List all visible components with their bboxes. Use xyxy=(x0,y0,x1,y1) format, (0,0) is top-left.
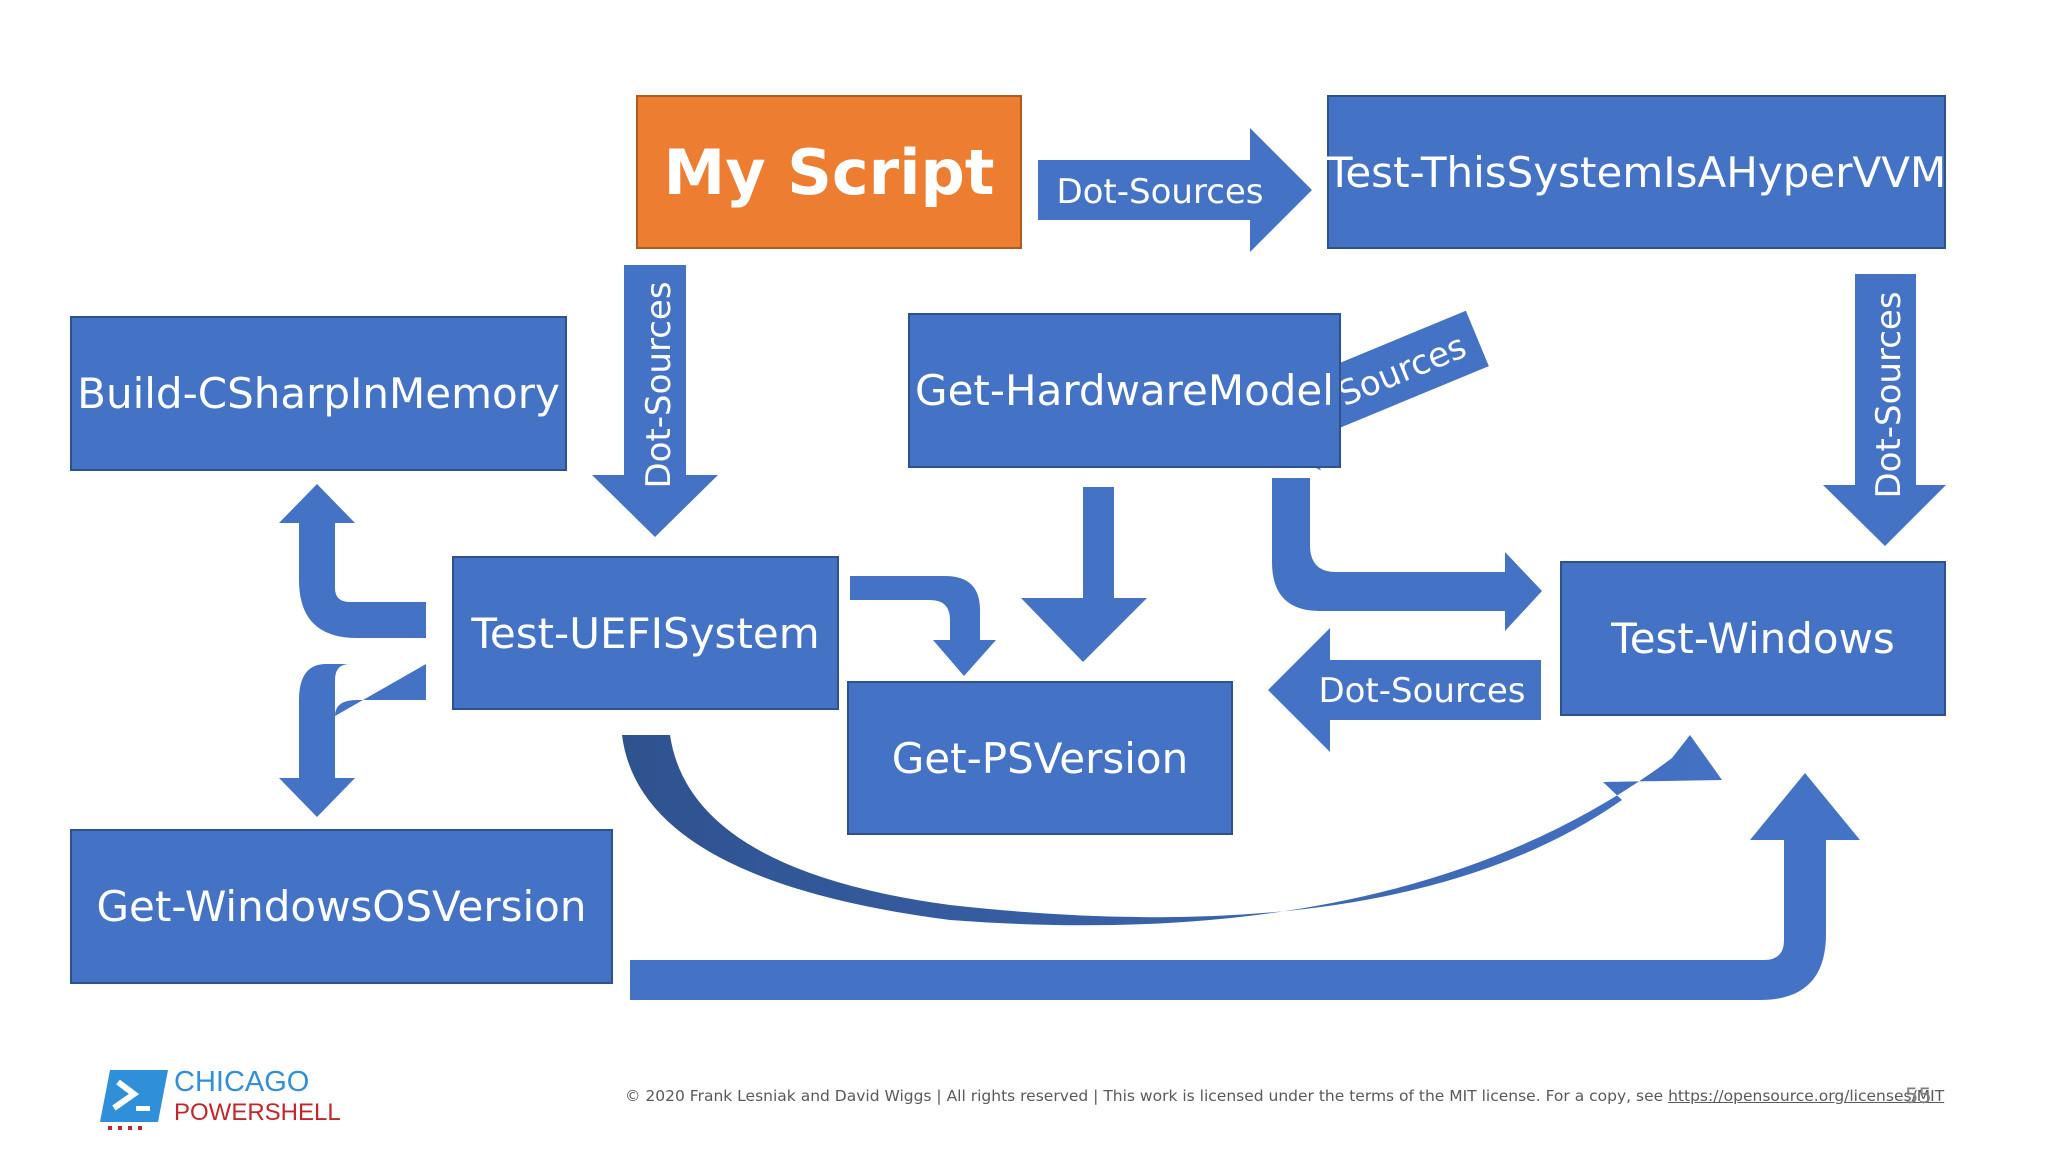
arrow-uefi-to-psversion xyxy=(850,576,996,676)
logo-text-powershell: POWERSHELL xyxy=(174,1099,341,1126)
arrow-uefi-to-windowsos xyxy=(279,664,426,817)
node-label: Get-HardwareModel xyxy=(915,366,1334,415)
node-test-uefisystem: Test-UEFISystem xyxy=(452,556,839,710)
node-build-csharpinmemory: Build-CSharpInMemory xyxy=(70,316,567,471)
node-label: Build-CSharpInMemory xyxy=(77,369,560,418)
node-test-thissystemisahypervvm: Test-ThisSystemIsAHyperVVM xyxy=(1327,95,1946,249)
node-label: Test-UEFISystem xyxy=(471,608,820,658)
arrow-myscript-to-hypervvm: Dot-Sources xyxy=(1038,128,1312,252)
footer-text: © 2020 Frank Lesniak and David Wiggs | A… xyxy=(625,1087,1669,1105)
arrow-hardwaremodel-to-windows xyxy=(1272,478,1542,631)
edge-label: Dot-Sources xyxy=(1056,172,1263,212)
arrow-hypervvm-to-windows: Dot-Sources xyxy=(1823,274,1946,546)
page-number: 55 xyxy=(1905,1084,1932,1108)
node-label: My Script xyxy=(663,135,995,209)
arrow-uefi-to-windows-curve xyxy=(622,735,1722,926)
logo-text-chicago: CHICAGO xyxy=(174,1066,310,1098)
arrow-hardwaremodel-to-psversion xyxy=(1021,487,1147,662)
arrow-uefi-to-buildcsharp xyxy=(279,484,426,638)
node-get-hardwaremodel: Get-HardwareModel xyxy=(908,313,1341,468)
edge-label: Dot-Sources xyxy=(1318,671,1525,711)
footer-copyright: © 2020 Frank Lesniak and David Wiggs | A… xyxy=(625,1087,1944,1105)
arrow-myscript-to-uefi: Dot-Sources xyxy=(592,265,718,537)
node-get-windowsosversion: Get-WindowsOSVersion xyxy=(70,829,613,984)
edge-label: Dot-Sources xyxy=(1869,291,1909,498)
node-my-script: My Script xyxy=(636,95,1022,249)
node-label: Test-ThisSystemIsAHyperVVM xyxy=(1326,147,1947,197)
node-label: Test-Windows xyxy=(1611,614,1895,663)
footer-license-link[interactable]: https://opensource.org/licenses/MIT xyxy=(1668,1087,1945,1105)
node-label: Get-WindowsOSVersion xyxy=(96,882,587,931)
arrow-windowsos-to-windows xyxy=(630,773,1860,1000)
arrow-windows-to-psversion: Dot-Sources xyxy=(1268,628,1541,752)
node-get-psversion: Get-PSVersion xyxy=(847,681,1233,835)
edge-label: Dot-Sources xyxy=(639,281,679,488)
node-label: Get-PSVersion xyxy=(891,733,1189,783)
node-test-windows: Test-Windows xyxy=(1560,561,1946,716)
powershell-prompt-icon xyxy=(100,1070,168,1130)
